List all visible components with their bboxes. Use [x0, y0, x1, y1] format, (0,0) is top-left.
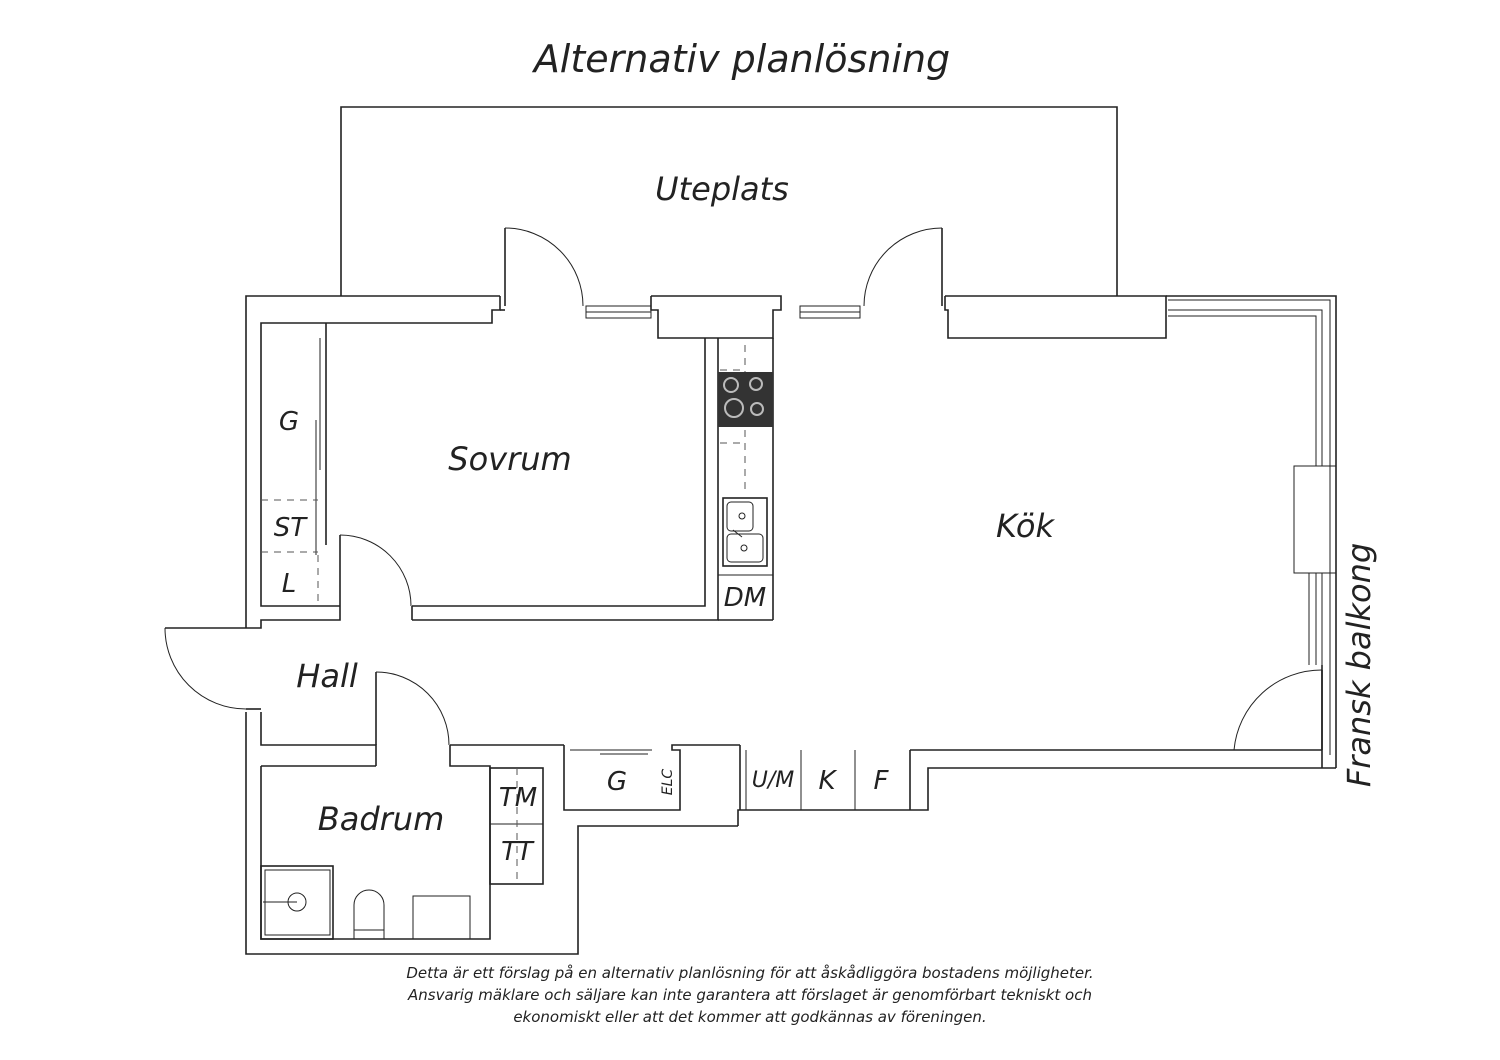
room-label-hall: Hall [296, 657, 358, 695]
label-elc: ELC [660, 769, 676, 796]
outer-walls [245, 295, 1337, 955]
disclaimer-line-3: ekonomiskt eller att det kommer att godk… [513, 1008, 987, 1026]
kitchen-appliances: U/M K F [745, 750, 890, 810]
plan-title: Alternativ planlösning [531, 37, 950, 81]
washbasin-icon [412, 895, 471, 940]
interior-walls [246, 323, 774, 629]
uteplats-area: Uteplats [340, 106, 1118, 296]
label-l: L [282, 569, 297, 599]
bathroom-fixtures [260, 865, 471, 940]
label-g-wardrobe: G [279, 407, 299, 437]
label-tm: TM [499, 783, 537, 813]
label-k: K [818, 766, 837, 796]
wardrobe-column: G ST L [261, 338, 321, 606]
disclaimer-line-2: Ansvarig mäklare och säljare kan inte ga… [407, 986, 1092, 1004]
label-tt: TT [501, 837, 535, 867]
room-label-uteplats: Uteplats [655, 170, 789, 208]
label-g-hall: G [607, 767, 627, 797]
hall-closet: G ELC [607, 767, 676, 797]
label-um: U/M [752, 768, 795, 793]
label-f: F [874, 766, 890, 796]
room-label-kok: Kök [996, 507, 1055, 545]
doors [164, 227, 1323, 755]
laundry-units: TM TT [489, 767, 544, 885]
stove-icon [718, 372, 773, 427]
kitchen-counter: DM [718, 345, 773, 613]
label-fransk-balkong: Fransk balkong [1340, 543, 1378, 787]
toilet-icon [353, 889, 385, 939]
label-st: ST [274, 513, 309, 543]
disclaimer: Detta är ett förslag på en alternativ pl… [300, 962, 1200, 1028]
disclaimer-line-1: Detta är ett förslag på en alternativ pl… [406, 964, 1094, 982]
room-label-sovrum: Sovrum [448, 440, 571, 478]
label-dm: DM [724, 583, 766, 613]
shower-icon [260, 865, 334, 940]
room-label-badrum: Badrum [318, 800, 444, 838]
sink-icon [722, 497, 768, 567]
